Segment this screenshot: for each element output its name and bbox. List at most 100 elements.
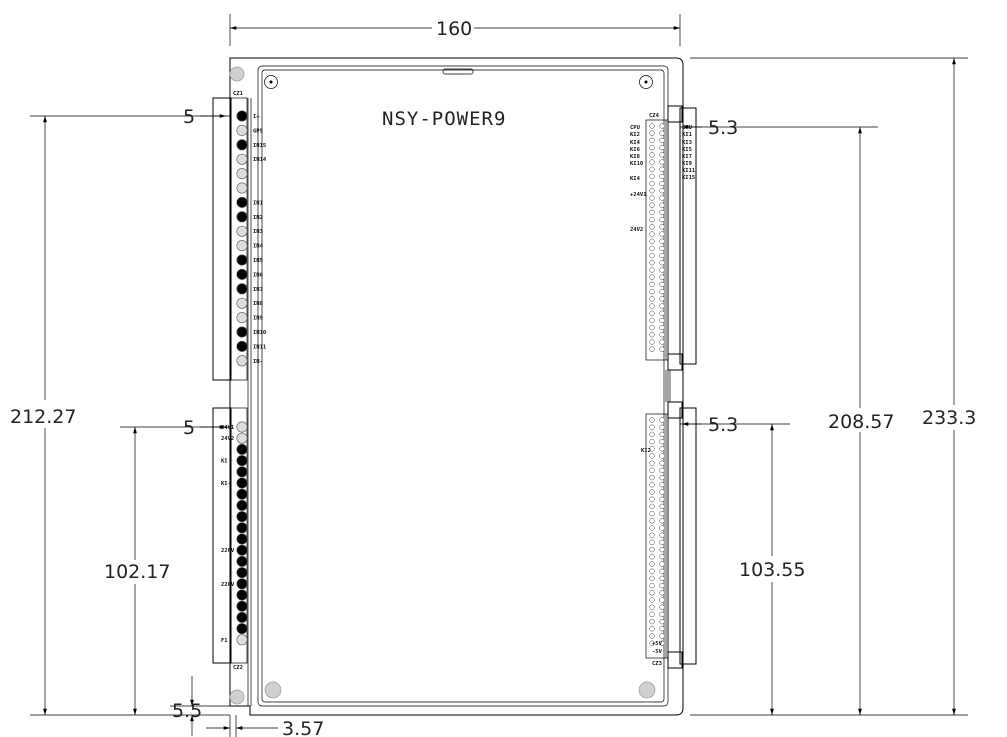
left-upper-terminal-block: CZ1 I+GPSIN15IN14IN1IN2IN3IN4IN5IN6IN7IN… [212,91,267,381]
left-lower-terminal [236,499,248,511]
left-upper-terminal-label: I+ [253,114,260,120]
left-lower-terminal [236,567,248,579]
left-lower-terminal-label: KI- [221,481,231,487]
cz3-pin [649,510,655,517]
cz3-pin [659,568,665,574]
cz4-pin [649,317,655,324]
right-lower-connector-cz3: CZ3 KI2 +5V -5V [641,401,697,669]
cz3-pin [649,590,655,596]
left-lower-terminal [236,432,248,444]
cz3-pin [649,503,655,510]
cz4-pin [659,180,665,187]
connector-cz1-label: CZ1 [233,91,244,97]
dimension-right-span: 208.57 [680,126,894,715]
cz3-pin [659,453,665,459]
cz4-pin [649,144,655,151]
cz3-pin [649,582,655,589]
cz3-pin [649,604,655,610]
board-notch [442,68,474,75]
left-upper-terminal-label: IN10 [253,330,266,336]
left-lower-terminal [236,522,248,534]
cz4-pin [649,296,655,302]
cz3-pin [649,546,655,553]
cz4-pin [649,180,655,187]
cz4-pin [659,159,665,165]
cz3-pin [659,618,665,625]
cz3-pin [649,518,655,524]
cz4-left-label: KI4 [630,176,641,182]
cz4-left-label: +24V1 [630,192,647,198]
cz4-pin [649,238,655,244]
cz4-pin [659,303,665,309]
cz4-left-label: CPU [630,125,641,131]
dim-right-lower-span-label: 103.55 [739,559,805,581]
dimension-width: 160 [229,14,681,46]
cz4-pin [649,324,655,331]
cz3-pin [649,626,655,632]
left-lower-terminal [236,533,248,545]
dimension-left-span: 212.27 [10,115,230,716]
cz4-right-label: KI5 [682,147,692,153]
dimension-bottom-offset: 5.5 [170,676,230,736]
cz4-pin [659,288,665,295]
cz4-pin [659,324,665,331]
cz3-pin [649,640,655,646]
cz4-pin [659,346,665,352]
connector-cz3-label: CZ3 [652,661,662,667]
cz4-left-label: KI2 [630,132,640,138]
cz3-pin [649,532,655,538]
mounting-hole-inner-bottom-left [264,681,282,699]
cz3-pin [649,424,655,430]
cz3-pin [659,539,665,546]
left-upper-terminal [236,355,248,367]
left-upper-terminal [236,254,248,266]
cz3-pin [659,424,665,430]
cz4-pins [649,123,665,352]
cz4-pin [649,202,655,208]
left-lower-terminal [236,466,248,478]
cz4-left-label: KI4 [630,140,641,146]
cz4-pin [659,166,665,172]
left-lower-terminal [236,589,248,601]
cz4-pin [659,267,665,273]
cz4-pin [649,346,655,352]
cz3-pin [649,554,655,560]
mounting-hole-inner-top-left [264,75,278,89]
cz3-pin [659,482,665,488]
left-upper-terminal [236,225,248,237]
left-upper-terminal-label: IN11 [253,344,267,350]
dim-left-span-label: 212.27 [10,406,76,428]
left-upper-pins: I+GPSIN15IN14IN1IN2IN3IN4IN5IN6IN7IN8IN9… [236,110,267,367]
left-upper-terminal [236,326,248,338]
cz3-pin [659,611,665,618]
cz3-pin [659,460,665,466]
cz4-pin [649,267,655,273]
left-upper-terminal [236,340,248,352]
left-upper-terminal [236,168,248,180]
left-upper-terminal [236,124,248,136]
mounting-hole-inner-top-right [639,75,653,89]
cz3-pin [659,510,665,517]
cz4-pin [659,224,665,230]
cz4-pin [649,260,655,266]
cz4-pin [649,152,655,158]
left-lower-terminal-label: 220V [221,548,235,554]
dimension-left-lower-span: 102.17 [104,426,230,715]
cz4-left-label: 24V2 [630,227,643,233]
cz4-pin [659,231,665,237]
cz3-pin [659,474,665,481]
cz3-pin [659,597,665,603]
dimension-right-top-offset: 5.3 [682,117,738,139]
left-upper-terminal-label: IN3 [253,229,263,235]
left-upper-terminal-label: IN2 [253,215,263,221]
left-lower-terminal [236,555,248,567]
left-upper-terminal [236,153,248,165]
cz3-pin [659,503,665,510]
left-lower-terminal [236,623,248,635]
left-upper-terminal-label: IN6 [253,272,264,278]
cz3-pin [659,546,665,553]
cz3-pin [649,431,655,438]
